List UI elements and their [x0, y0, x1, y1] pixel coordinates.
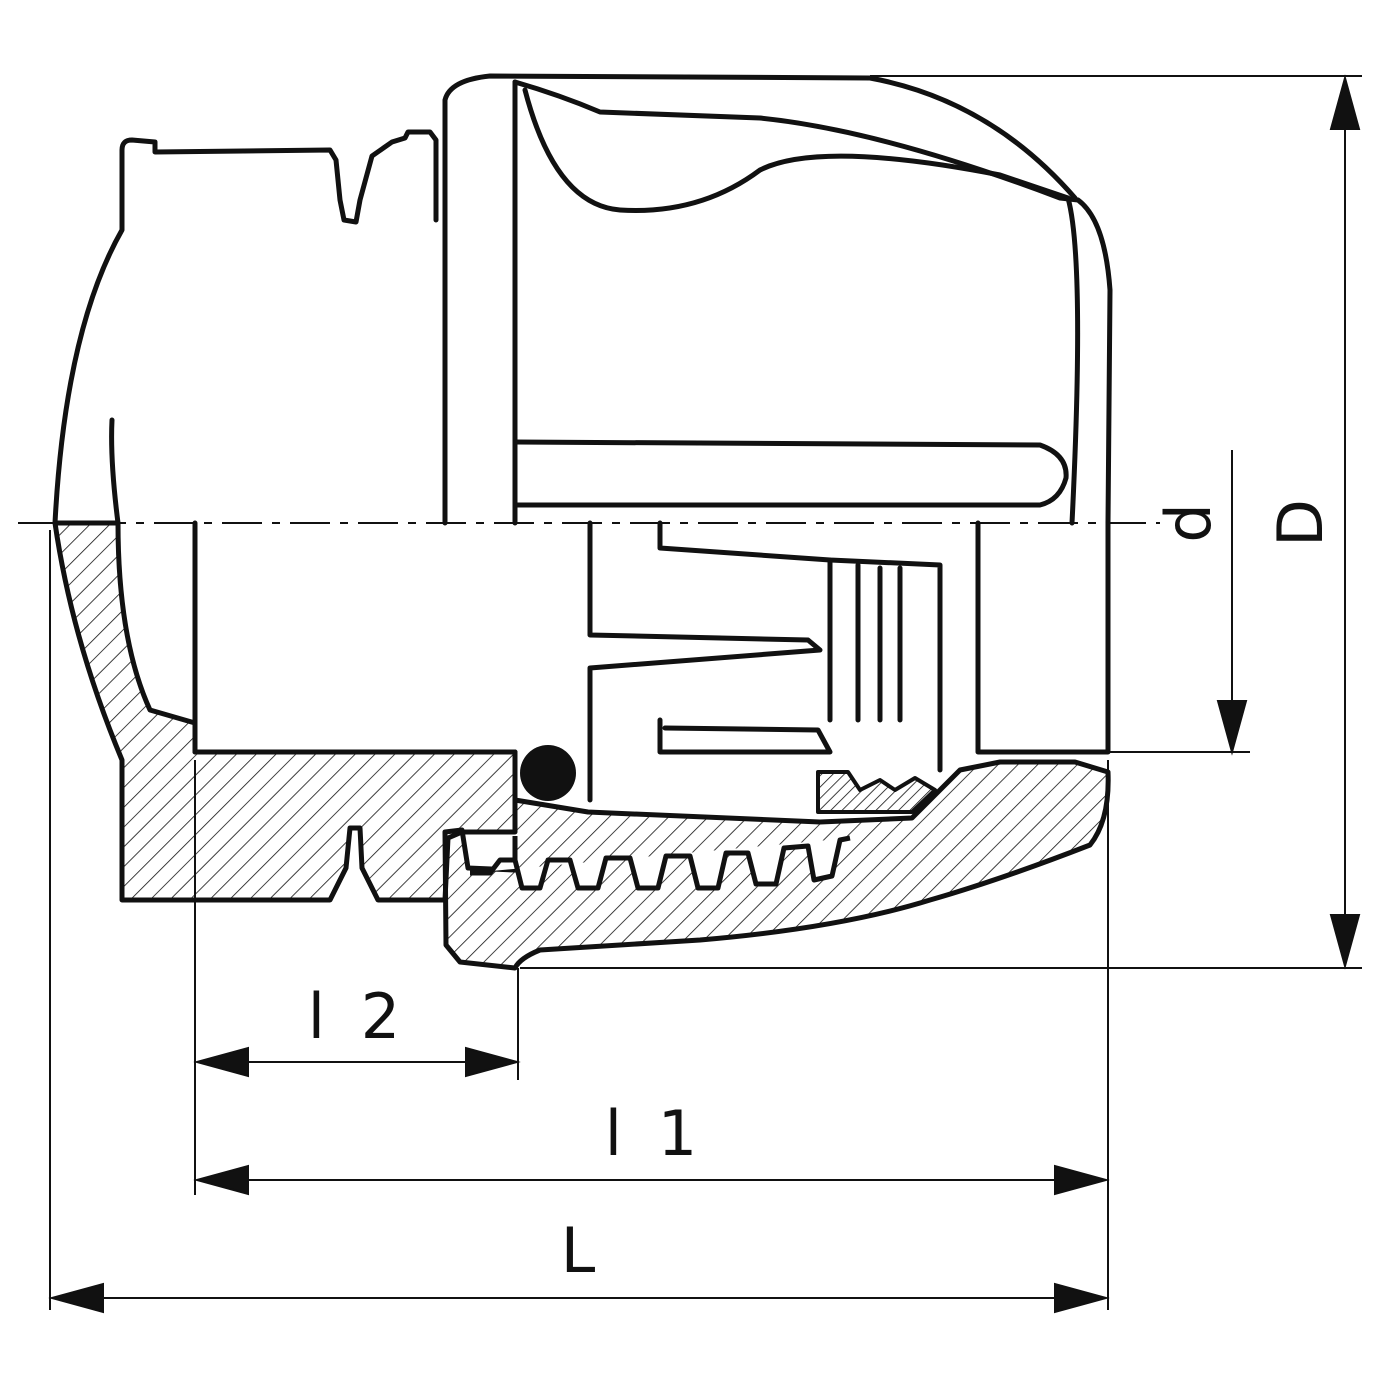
- arrow-l2-left: [193, 1046, 249, 1078]
- section-hatched-body: [52, 520, 1111, 971]
- arrow-D-top: [1329, 74, 1361, 130]
- label-l2: l 2: [308, 980, 408, 1053]
- insert-outline: [587, 520, 823, 803]
- arrow-l1-right: [1054, 1164, 1110, 1196]
- body-shoulder: [442, 73, 1078, 526]
- nut-inner-edge: [1065, 195, 1081, 526]
- grip-ring-section: [816, 770, 937, 814]
- o-ring-seal: [520, 745, 576, 801]
- insert-arm: [657, 717, 833, 755]
- dimension-labels: l 2 l 1 L d D: [308, 499, 1337, 1287]
- arrow-l1-left: [193, 1164, 249, 1196]
- arrow-D-bottom: [1329, 914, 1361, 970]
- nut-inner-band: [512, 439, 1069, 508]
- label-l1: l 1: [605, 1097, 705, 1170]
- label-L: L: [561, 1214, 596, 1287]
- thread-profile: [470, 835, 851, 891]
- dimension-lines: [48, 74, 1362, 1314]
- end-cap-outline: [52, 129, 439, 526]
- arrow-d-bottom: [1216, 700, 1248, 756]
- arrow-l2-right: [465, 1046, 521, 1078]
- grip-fingers: [827, 557, 903, 723]
- end-cap-inner-wall: [109, 417, 121, 526]
- arrow-L-left: [48, 1282, 104, 1314]
- label-d: d: [1152, 503, 1225, 542]
- internal-parts: [192, 520, 1111, 803]
- arrow-L-right: [1054, 1282, 1110, 1314]
- nut-crown: [512, 79, 1113, 526]
- cap-bore: [192, 520, 518, 755]
- label-D: D: [1264, 499, 1337, 547]
- end-cap-section: [52, 520, 518, 903]
- upper-contour: [52, 73, 1113, 526]
- nut-wave: [522, 87, 1071, 213]
- bore-edge: [975, 520, 1111, 755]
